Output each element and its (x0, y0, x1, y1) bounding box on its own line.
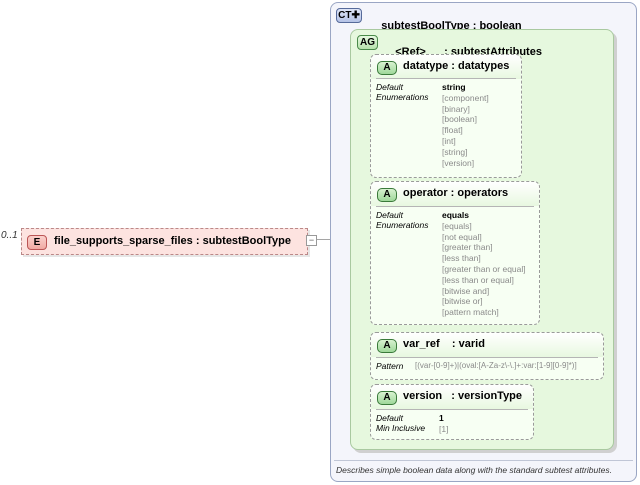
attribute-separator: : (447, 187, 458, 199)
attribute-divider (376, 409, 528, 410)
enumeration-value: [less than] (442, 253, 481, 264)
enumeration-value: [equals] (442, 220, 472, 231)
attribute-divider (376, 206, 534, 207)
attribute-var-ref-box[interactable]: A var_ref : varid Pattern [(var-[0-9]+)|… (370, 332, 604, 380)
ct-description: Describes simple boolean data along with… (336, 465, 612, 475)
enumeration-value: [greater than] (442, 242, 493, 253)
attribute-name: datatype (403, 60, 449, 72)
enumeration-value: [boolean] (442, 114, 477, 125)
attribute-separator: : (442, 390, 459, 402)
default-value: string (442, 82, 466, 92)
occurrence-label: 0..1 (1, 230, 18, 241)
enumeration-value: [int] (442, 135, 456, 146)
ct-badge: CT✚ (336, 8, 362, 23)
enumerations-label: Enumerations (376, 220, 429, 230)
default-value: 1 (439, 413, 444, 423)
element-name: file_supports_sparse_files : subtestBool… (54, 235, 291, 247)
enumeration-value: [component] (442, 92, 489, 103)
attribute-datatype-box[interactable]: A datatype : datatypes Default Enumerati… (370, 54, 522, 178)
attribute-badge: A (377, 61, 397, 75)
enumeration-value: [less than or equal] (442, 274, 514, 285)
element-name-text: file_supports_sparse_files (54, 235, 193, 247)
min-inclusive-label: Min Inclusive (376, 423, 426, 433)
expand-toggle-icon[interactable]: − (306, 235, 317, 246)
element-badge: E (27, 235, 47, 250)
element-type-separator: : (195, 235, 203, 247)
attribute-version-title: version : versionType (403, 390, 522, 402)
ag-separator: : (425, 46, 451, 58)
ct-badge-text: CT (338, 10, 352, 21)
enumeration-value: [bitwise and] (442, 285, 490, 296)
attribute-divider (376, 78, 516, 79)
plus-icon: ✚ (351, 10, 360, 21)
enumeration-value: [greater than or equal] (442, 263, 526, 274)
attribute-badge: A (377, 188, 397, 202)
enumeration-value: [float] (442, 125, 463, 136)
enumeration-list: [equals][not equal][greater than][less t… (442, 221, 526, 318)
default-label: Default (376, 413, 403, 423)
enumeration-value: [bitwise or] (442, 296, 483, 307)
enumeration-value: [1] (439, 423, 449, 434)
attribute-separator: : (448, 60, 459, 72)
default-label: Default (376, 210, 403, 220)
attribute-version-header (371, 385, 533, 409)
attribute-name: operator (403, 187, 448, 199)
connector-element-to-ct (316, 239, 330, 240)
pattern-label: Pattern (376, 361, 404, 371)
enumeration-value: [version] (442, 157, 475, 168)
attribute-type: varid (458, 338, 485, 350)
attribute-name: var_ref (403, 338, 440, 350)
attribute-badge: A (377, 391, 397, 405)
enumeration-value: [string] (442, 146, 468, 157)
attribute-name: version (403, 390, 443, 402)
element-type-text: subtestBoolType (202, 235, 292, 247)
enumeration-value: [not equal] (442, 231, 482, 242)
attribute-var-ref-header (371, 333, 603, 357)
enumeration-list: [component][binary][boolean][float][int]… (442, 93, 489, 169)
enumerations-label: Enumerations (376, 92, 429, 102)
attribute-type: operators (457, 187, 509, 199)
min-inclusive-value: [1] (439, 424, 448, 435)
enumeration-value: [binary] (442, 103, 470, 114)
default-value: equals (442, 210, 469, 220)
ct-separator: : (469, 20, 480, 32)
attribute-divider (376, 357, 598, 358)
attribute-var-ref-title: var_ref : varid (403, 338, 485, 350)
attribute-datatype-title: datatype : datatypes (403, 60, 509, 72)
ag-badge: AG (357, 35, 378, 50)
default-label: Default (376, 82, 403, 92)
attribute-type: datatypes (458, 60, 510, 72)
pattern-value: [(var-[0-9]+)|(oval:[A-Za-z\-\.]+:var:[1… (415, 361, 577, 370)
element-box[interactable]: E file_supports_sparse_files : subtestBo… (21, 228, 308, 255)
ct-divider (334, 460, 633, 461)
attribute-separator: : (439, 338, 459, 350)
attribute-operator-title: operator : operators (403, 187, 508, 199)
attribute-type: versionType (458, 390, 523, 402)
attribute-operator-box[interactable]: A operator : operators Default Enumerati… (370, 181, 540, 325)
attribute-badge: A (377, 339, 397, 353)
enumeration-value: [pattern match] (442, 307, 499, 318)
attribute-operator-header (371, 182, 539, 206)
attribute-version-box[interactable]: A version : versionType Default Min Incl… (370, 384, 534, 440)
